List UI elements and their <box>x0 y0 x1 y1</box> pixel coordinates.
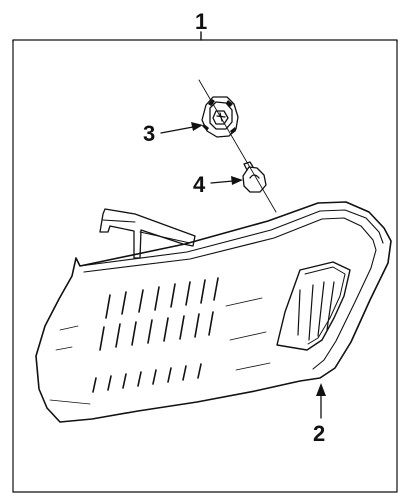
callout-1: 1 <box>195 9 207 34</box>
callout-2: 2 <box>313 421 325 446</box>
callout-3: 3 <box>143 121 155 146</box>
callout-2-arrow <box>316 383 326 419</box>
assembly-frame <box>12 31 398 493</box>
callout-4-arrow <box>210 176 243 185</box>
callout-4: 4 <box>193 172 206 197</box>
wedge-bulb-icon <box>242 161 267 193</box>
bulb-socket-icon <box>201 96 239 138</box>
callout-3-arrow <box>160 122 203 134</box>
lamp-housing-icon <box>35 201 392 423</box>
